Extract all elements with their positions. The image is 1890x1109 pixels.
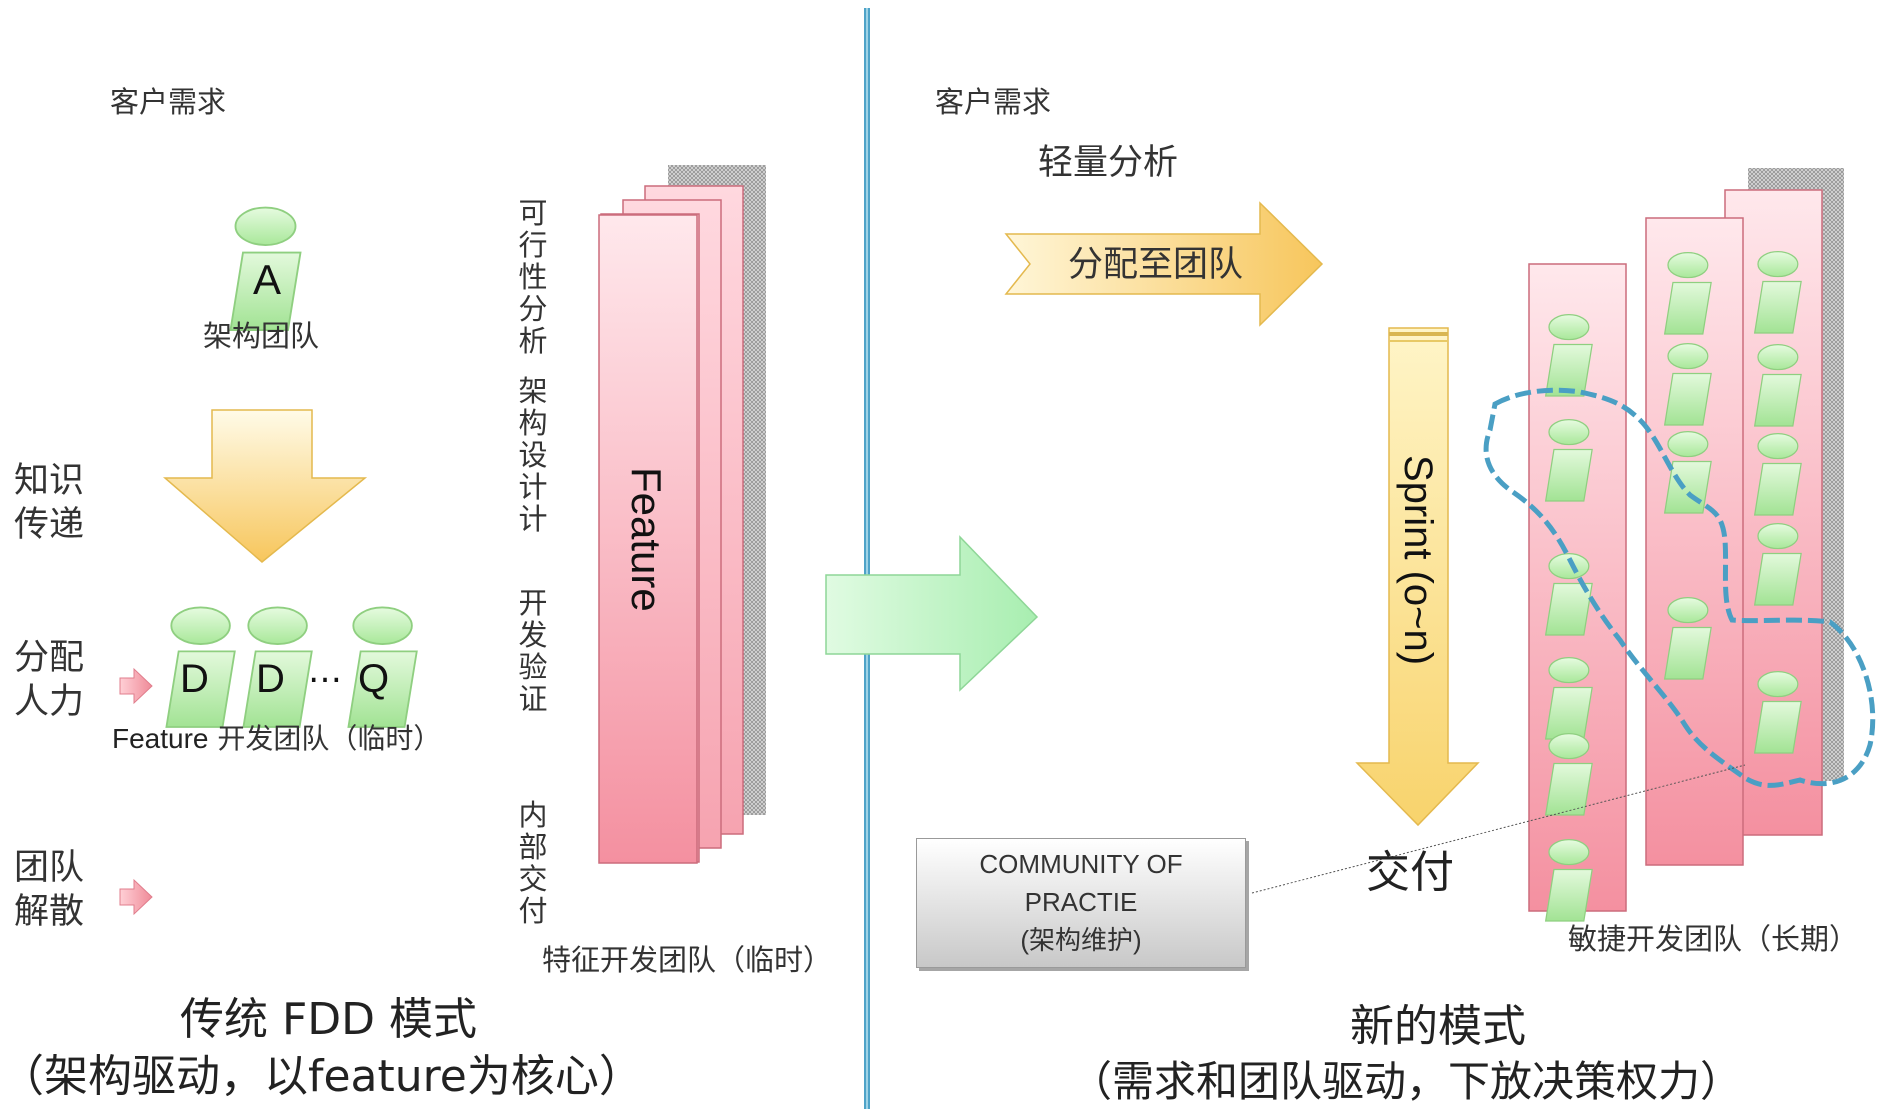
assign-to-team-label: 分配至团队 [1068, 245, 1244, 285]
left-customer-demand-label: 客户需求 [110, 85, 227, 119]
person-icon [1754, 344, 1802, 427]
person-icon [1664, 252, 1712, 335]
person-icon [1754, 433, 1802, 516]
phase-char: 分 [518, 291, 548, 326]
person-icon [1545, 657, 1593, 740]
person-icon [1545, 733, 1593, 816]
phase-char: 内 [518, 798, 548, 832]
person-icon [1545, 553, 1593, 636]
dev-team-ellipsis: … [308, 651, 342, 691]
arch-team-label: 架构团队 [203, 319, 320, 353]
left-panel-title: 传统 FDD 模式 [180, 994, 478, 1045]
down-arrow [162, 409, 368, 563]
small-right-arrow [119, 667, 153, 705]
phase-char: 计 [518, 469, 548, 504]
phase-char: 付 [518, 893, 548, 928]
person-icon [1664, 431, 1712, 514]
phase-feasibility-analysis: 可行性分析 [516, 196, 550, 358]
person-icon [1754, 251, 1802, 334]
left-panel-subtitle: （架构驱动，以feature为核心） [0, 1051, 643, 1102]
feature-stack [598, 165, 766, 864]
community-of-practice-box: COMMUNITY OF PRACTIE (架构维护) [916, 838, 1246, 968]
right-panel-title: 新的模式 [1350, 1001, 1526, 1052]
assign-people-label: 分配 人力 [14, 638, 85, 722]
phase-char: 验 [518, 649, 548, 684]
person-icon [1754, 671, 1802, 754]
cross-team-group-outline [1483, 387, 1876, 788]
deliver-label: 交付 [1366, 847, 1454, 898]
phase-char: 行 [518, 227, 548, 262]
person-icon [1545, 419, 1593, 502]
phase-internal-delivery: 内部交付 [516, 798, 550, 928]
feature-team-caption: 特征开发团队（临时） [542, 943, 833, 977]
team-disband-label: 团队 解散 [14, 848, 85, 932]
phase-char: 开 [518, 586, 548, 620]
phase-char: 架 [518, 374, 548, 408]
phase-char: 证 [518, 681, 548, 716]
light-analysis-label: 轻量分析 [1038, 143, 1179, 183]
person-icon [1664, 597, 1712, 680]
phase-char: 可 [518, 196, 548, 230]
right-arrow [825, 535, 1039, 692]
phase-architecture-design: 架构设计计 [516, 374, 550, 536]
phase-char: 析 [518, 323, 548, 358]
small-right-arrow [119, 878, 153, 916]
phase-char: 发 [518, 617, 548, 652]
down-arrow [1355, 327, 1480, 827]
dev-team-letter: D [256, 657, 285, 701]
dev-team-letter: D [180, 657, 209, 701]
phase-char: 设 [518, 437, 548, 472]
right-customer-demand-label: 客户需求 [935, 85, 1052, 119]
community-connector [1251, 764, 1746, 894]
phase-char: 性 [518, 259, 548, 294]
phase-char: 计 [518, 501, 548, 536]
person-icon [1664, 343, 1712, 426]
arch-team-letter: A [253, 256, 282, 303]
phase-char: 交 [518, 861, 548, 896]
right-panel-subtitle: （需求和团队驱动，下放决策权力） [1070, 1057, 1743, 1106]
feature-stack-label: Feature [623, 467, 670, 612]
qa-team-letter: Q [358, 657, 390, 701]
person-icon [1754, 523, 1802, 606]
sprint-label: Sprint (o~n) [1396, 455, 1440, 666]
phase-dev-verification: 开发验证 [516, 586, 550, 716]
agile-team-caption: 敏捷开发团队（长期） [1568, 922, 1859, 956]
knowledge-transfer-label: 知识 传递 [14, 461, 85, 545]
feature-dev-team-label: Feature 开发团队（临时） [112, 722, 442, 755]
phase-char: 构 [518, 405, 548, 440]
right-arrow [1004, 201, 1324, 327]
person-icon [1545, 314, 1593, 397]
person-icon [1545, 839, 1593, 922]
phase-char: 部 [518, 829, 548, 864]
